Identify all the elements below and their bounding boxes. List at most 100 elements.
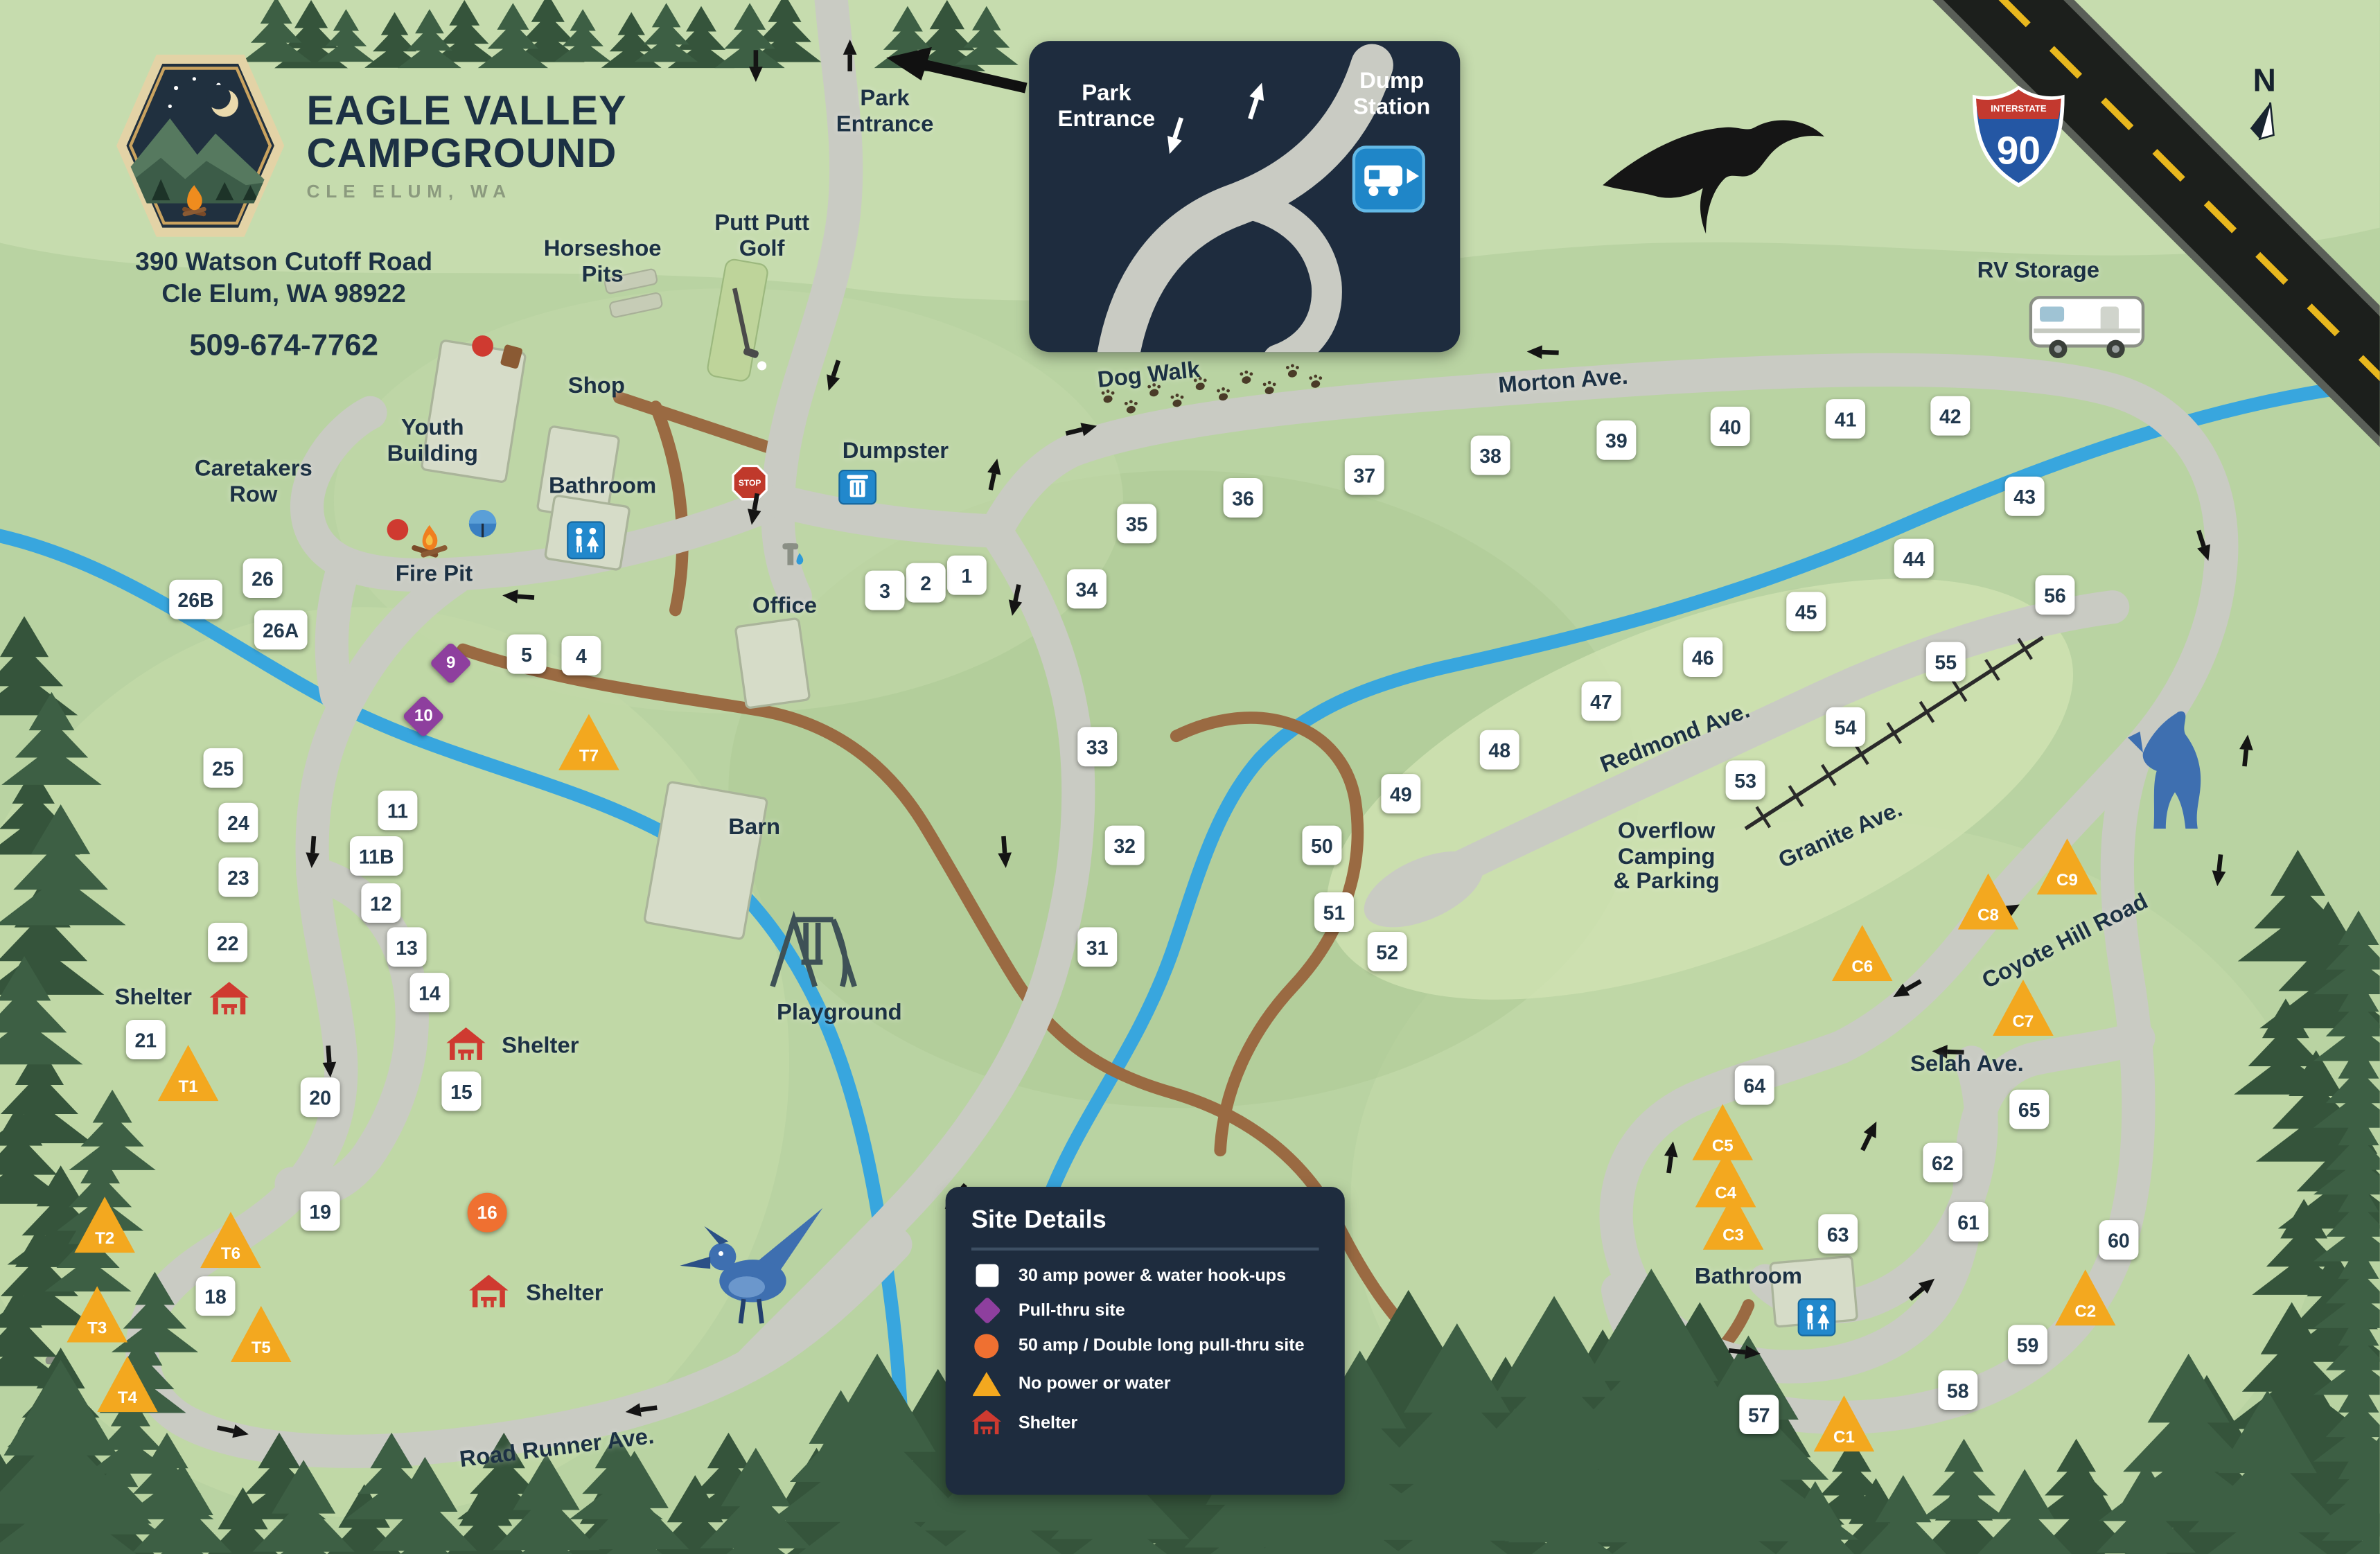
site-26B: 26B (169, 579, 222, 619)
label-overflow-camping-parking: Overflow Camping & Parking (1613, 818, 1720, 894)
site-60: 60 (2099, 1220, 2139, 1260)
site-59: 59 (2008, 1325, 2047, 1365)
site-46: 46 (1683, 637, 1723, 677)
north-label: N (2253, 64, 2276, 99)
label-shop: Shop (567, 373, 625, 399)
shelter-icon (446, 1027, 486, 1064)
legend-title: Site Details (971, 1206, 1319, 1251)
granite-ave-parking-lines (1744, 635, 2044, 831)
legend-item-hookups: 30 amp power & water hook-ups (971, 1264, 1319, 1287)
site-51: 51 (1314, 892, 1354, 932)
site-57: 57 (1739, 1395, 1779, 1435)
site-details-legend: Site Details 30 amp power & water hook-u… (945, 1186, 1345, 1495)
site-11B: 11B (349, 836, 403, 876)
site-39: 39 (1596, 420, 1637, 460)
site-26: 26 (243, 558, 283, 599)
label-shelter: Shelter (502, 1033, 579, 1059)
site-36: 36 (1223, 478, 1263, 518)
dumpster-icon (838, 469, 877, 505)
site-20: 20 (300, 1077, 340, 1118)
horseshoe-pits-icon (603, 268, 663, 318)
fire-pit-icon (412, 524, 448, 558)
site-44: 44 (1894, 538, 1934, 579)
phone-number: 509-674-7762 (189, 328, 379, 362)
site-53: 53 (1725, 760, 1765, 800)
roadrunner-icon (680, 1208, 823, 1324)
logo-title-line2: CAMPGROUND (306, 130, 617, 177)
rv-storage-icon (2029, 296, 2145, 358)
site-16: 16 (467, 1192, 507, 1233)
water-spigot-icon-office (782, 543, 804, 565)
svg-text:STOP: STOP (739, 478, 761, 488)
logo-subtitle: CLE ELUM, WA (306, 180, 512, 202)
label-bathroom: Bathroom (549, 473, 657, 500)
label-youth-building: Youth Building (387, 415, 479, 466)
site-11: 11 (378, 791, 418, 831)
site-40: 40 (1710, 407, 1750, 447)
campground-logo: EAGLE VALLEY CAMPGROUND CLE ELUM, WA (115, 51, 626, 240)
address-line1: 390 Watson Cutoff Road (135, 247, 433, 276)
label-park-entrance: Park Entrance (836, 85, 934, 137)
label-fire-pit: Fire Pit (395, 560, 473, 588)
site-13: 13 (387, 927, 427, 967)
dog-walk-pawprints (1101, 364, 1323, 414)
site-12: 12 (361, 883, 401, 923)
legend-item-50amp: 50 amp / Double long pull-thru site (971, 1334, 1319, 1359)
address-block: 390 Watson Cutoff Road Cle Elum, WA 9892… (94, 246, 474, 364)
entrance-pointer-arrow (886, 46, 1028, 94)
site-22: 22 (208, 922, 248, 962)
wolf-icon (2128, 711, 2201, 829)
site-56: 56 (2035, 575, 2075, 615)
logo-title-line1: EAGLE VALLEY (306, 87, 627, 134)
site-31: 31 (1077, 927, 1118, 967)
label-dumpster: Dumpster (842, 438, 949, 464)
site-55: 55 (1925, 642, 1966, 682)
entrance-detail-inset: Park Entrance Dump Station (1029, 41, 1461, 385)
interstate-highway (1932, 0, 2380, 448)
roads (125, 0, 2239, 1468)
site-25: 25 (203, 748, 243, 788)
interstate-90-shield: INTERSTATE 90 (1970, 85, 2067, 196)
legend-icon-no-power-triangle (971, 1372, 1002, 1397)
site-50: 50 (1302, 825, 1342, 865)
legend-icon-shelter (971, 1409, 1002, 1437)
label-selah-ave: Selah Ave. (1910, 1051, 2024, 1077)
legend-icon-hookup-square (971, 1264, 1002, 1287)
legend-icon-pull-thru-diamond (971, 1296, 1002, 1325)
label-playground: Playground (776, 999, 902, 1026)
site-63: 63 (1818, 1214, 1858, 1254)
site-49: 49 (1381, 774, 1421, 814)
svg-text:90: 90 (1997, 129, 2040, 173)
compass-needle-icon (2250, 102, 2275, 141)
site-19: 19 (300, 1191, 340, 1231)
site-41: 41 (1826, 399, 1866, 439)
site-2: 2 (906, 563, 946, 603)
legend-item-pull-thru: Pull-thru site (971, 1296, 1319, 1325)
inset-dump-station-label: Dump Station (1353, 68, 1431, 121)
site-34: 34 (1066, 569, 1107, 609)
site-1: 1 (946, 555, 987, 595)
label-barn: Barn (728, 814, 781, 840)
site-48: 48 (1479, 730, 1519, 770)
site-64: 64 (1734, 1065, 1774, 1105)
site-26A: 26A (254, 610, 308, 650)
dump-station-icon (1352, 145, 1425, 213)
site-32: 32 (1104, 825, 1145, 865)
site-58: 58 (1938, 1370, 1978, 1410)
site-62: 62 (1923, 1142, 1963, 1183)
site-15: 15 (441, 1071, 482, 1111)
picnic-items (387, 335, 522, 540)
label-horseshoe-pits: Horseshoe Pits (543, 236, 662, 288)
site-21: 21 (125, 1020, 166, 1059)
shelter-icon (469, 1275, 509, 1312)
site-3: 3 (865, 570, 905, 610)
site-65: 65 (2009, 1089, 2050, 1129)
logo-badge-icon (116, 54, 285, 237)
site-4: 4 (561, 635, 601, 676)
site-42: 42 (1930, 396, 1971, 436)
bathroom-icon-west (567, 521, 605, 560)
svg-text:INTERSTATE: INTERSTATE (1991, 103, 2047, 114)
site-52: 52 (1367, 931, 1407, 971)
